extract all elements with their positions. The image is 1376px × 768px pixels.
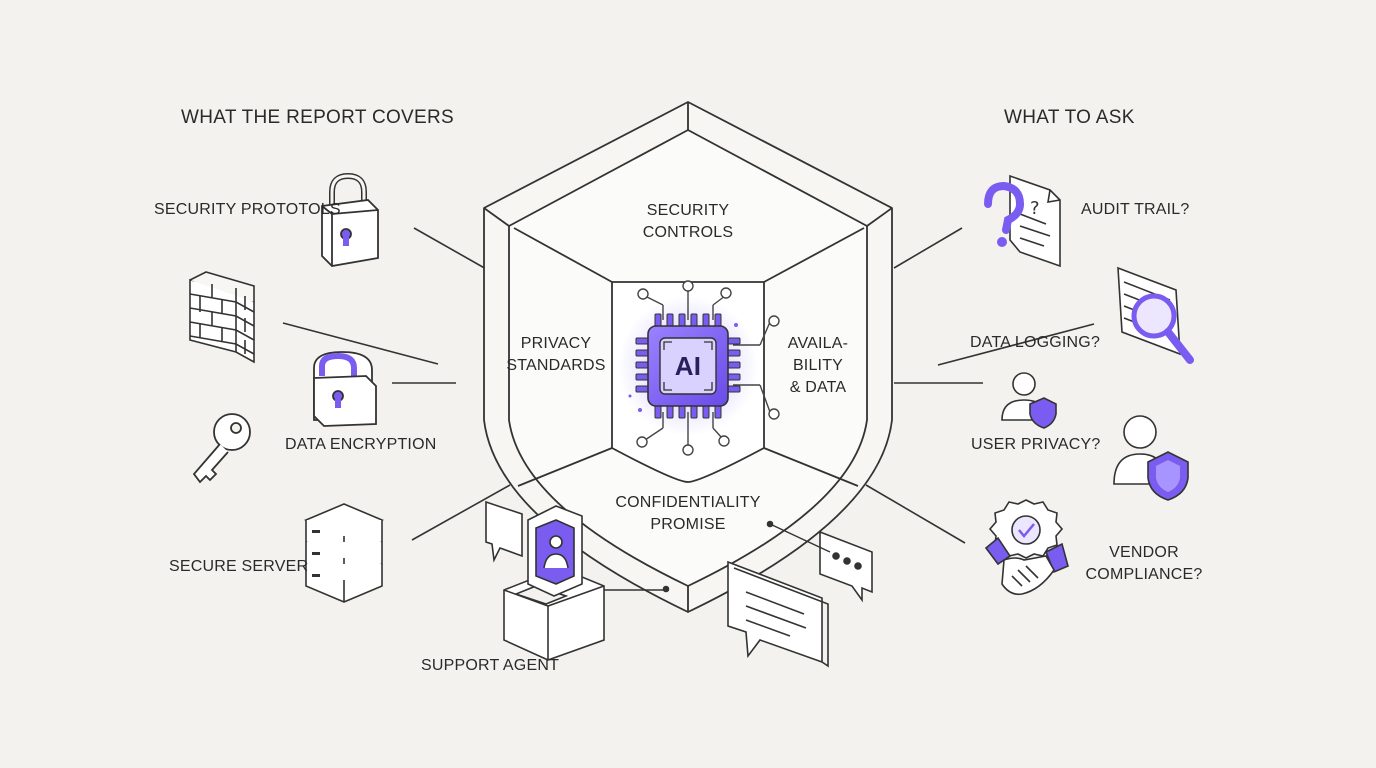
label-data-logging: DATA LOGGING? [970, 334, 1101, 351]
label-audit-trail: AUDIT TRAIL? [1081, 201, 1190, 218]
shield-label-confidentiality-promise: CONFIDENTIALITY PROMISE [615, 494, 761, 533]
connector-lines-left [282, 227, 511, 541]
shield-label-privacy-standards: PRIVACY STANDARDS [506, 335, 606, 374]
chat-bubbles-icon [727, 520, 873, 668]
right-header: WHAT TO ASK [1004, 107, 1135, 128]
label-data-encryption: DATA ENCRYPTION [285, 436, 437, 453]
label-vendor-compliance: VENDOR COMPLIANCE? [1085, 544, 1203, 583]
label-user-privacy: USER PRIVACY? [971, 436, 1101, 453]
user-shield-large-icon [1113, 415, 1189, 501]
firewall-icon [189, 271, 255, 364]
svg-text:?: ? [1030, 198, 1040, 219]
label-security-protocols: SECURITY PROTOTOLS [154, 201, 341, 218]
shield-label-availability-data: AVAILA- BILITY & DATA [787, 335, 849, 396]
support-agent-icon [485, 500, 670, 661]
shield-label-security-controls: SECURITY CONTROLS [642, 202, 734, 241]
connector-lines-right [865, 227, 1095, 544]
left-header: WHAT THE REPORT COVERS [181, 107, 454, 128]
chip-label: AI [674, 351, 702, 381]
magnifier-document-icon [1117, 266, 1194, 364]
handshake-badge-icon [984, 499, 1069, 596]
label-support-agent: SUPPORT AGENT [421, 657, 560, 674]
user-shield-icon [1001, 372, 1057, 429]
audit-question-icon: ? [984, 174, 1061, 268]
padlock-icon [321, 172, 379, 267]
server-icon [303, 503, 385, 603]
ai-chip-icon [618, 280, 780, 456]
key-icon [192, 413, 251, 484]
encryption-lock-icon [313, 351, 377, 427]
label-secure-server: SECURE SERVER [169, 558, 309, 575]
